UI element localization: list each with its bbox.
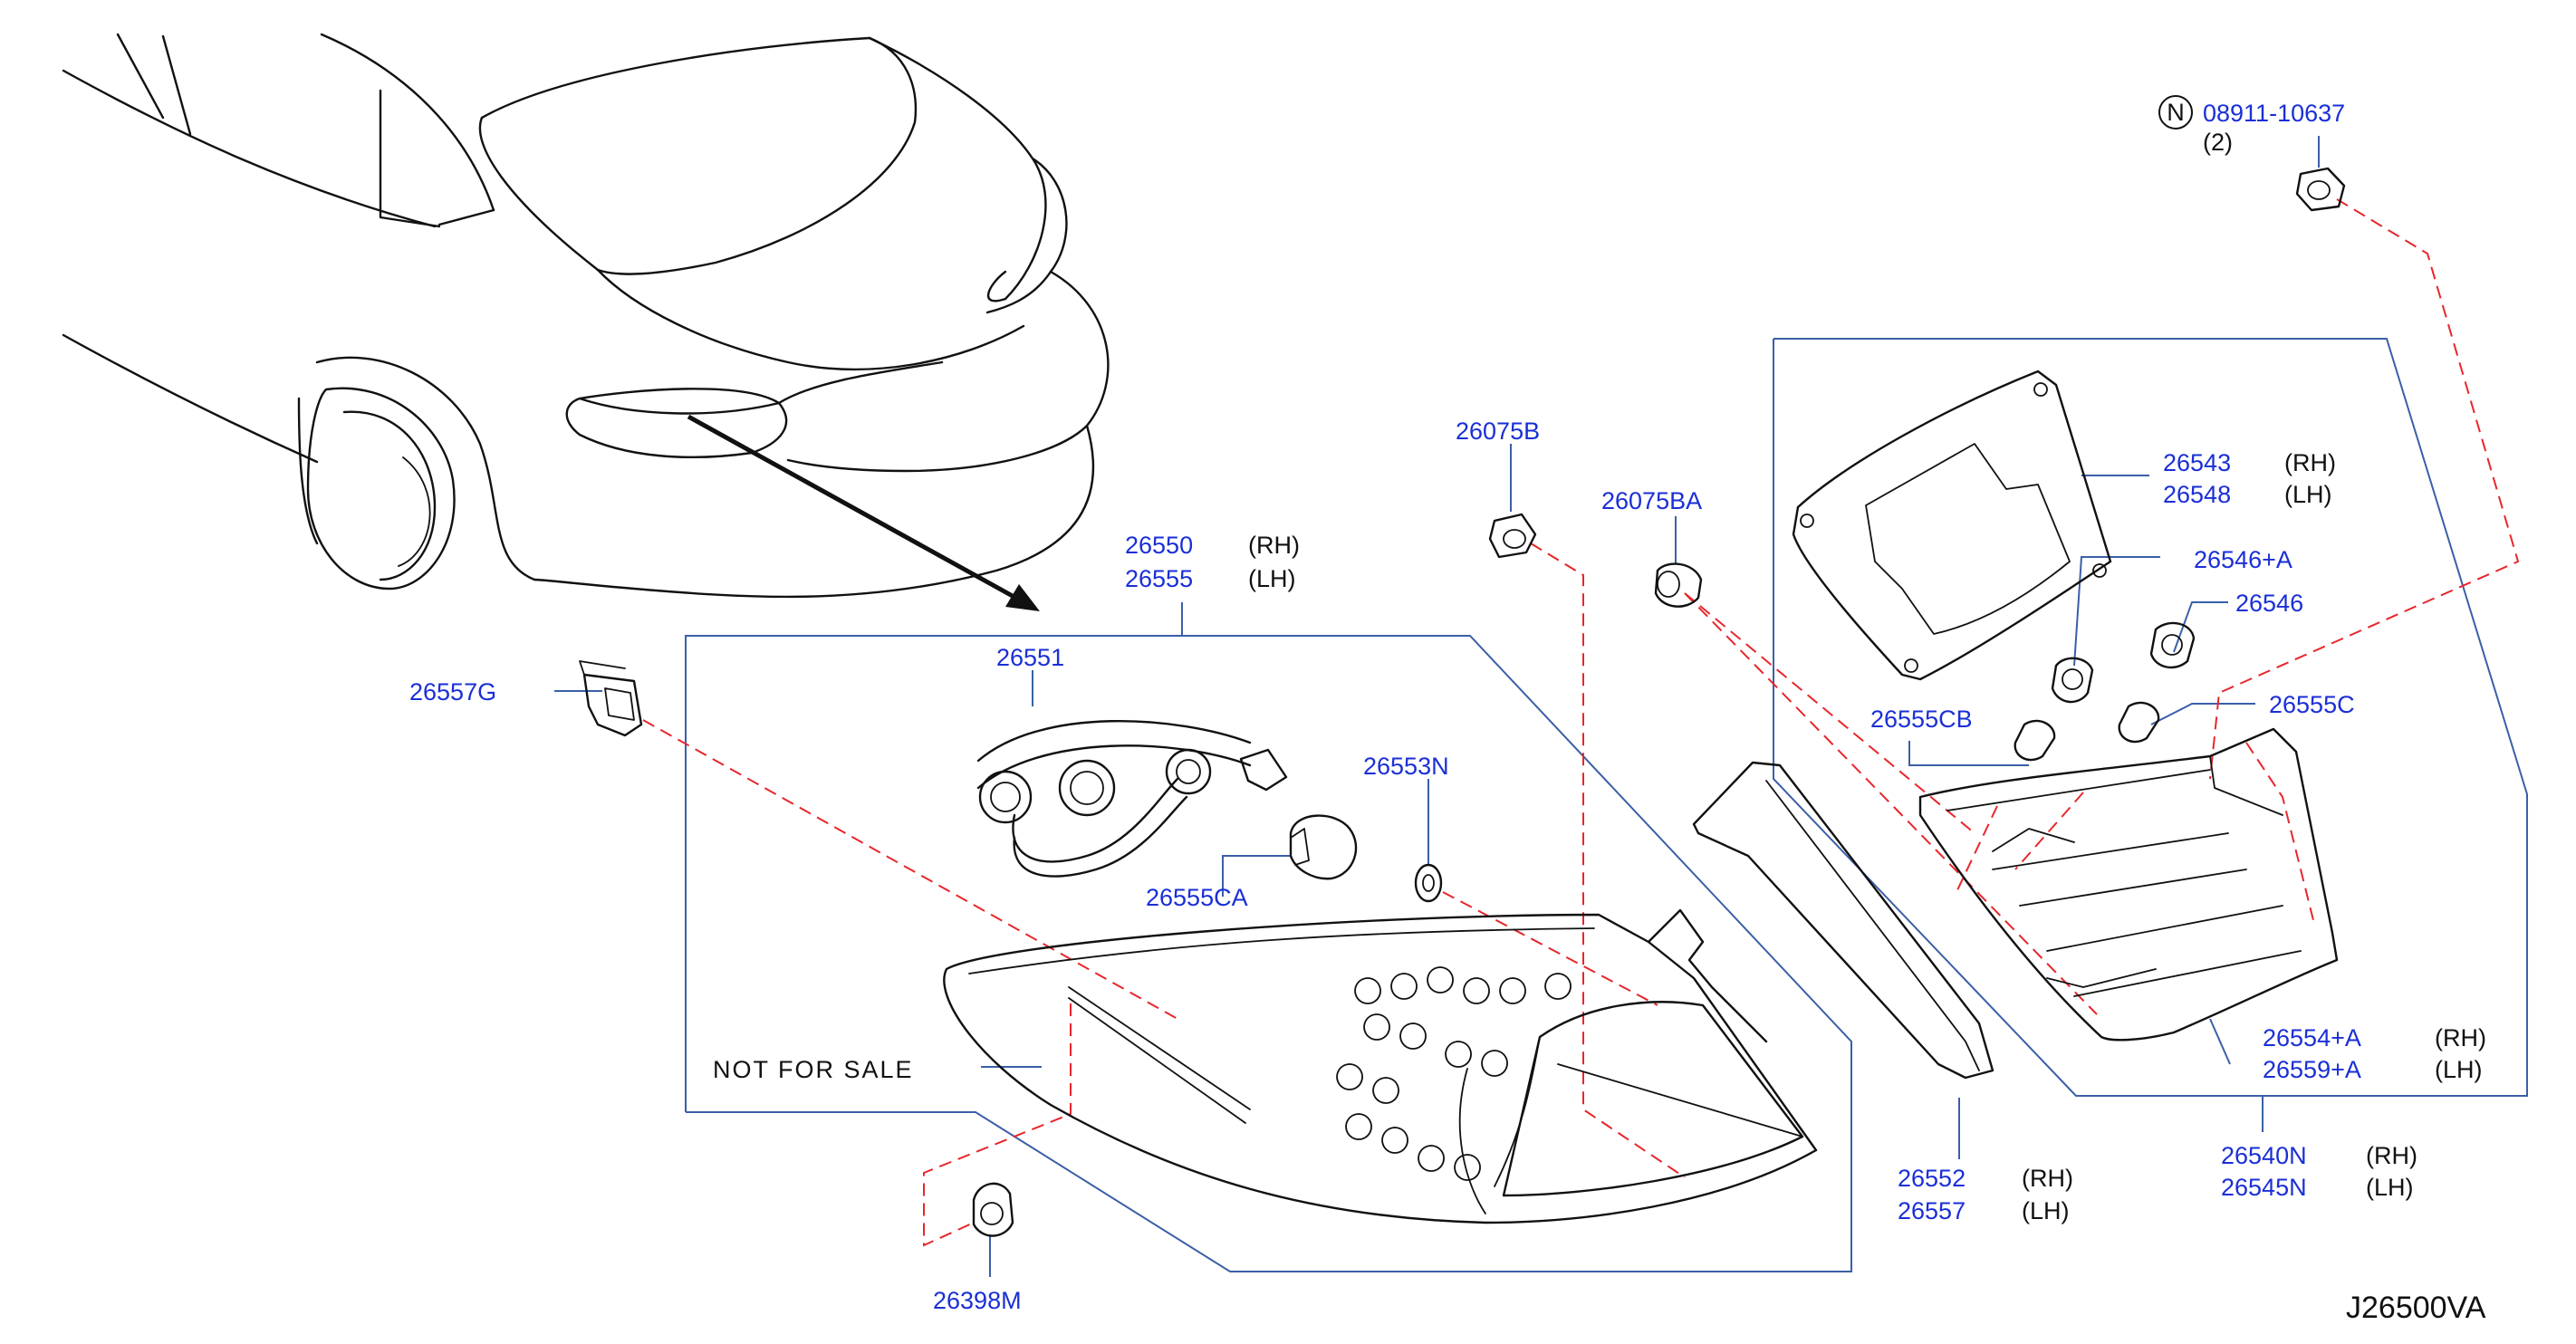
label-26555cb: 26555CB bbox=[1870, 706, 1973, 733]
socket-26546a bbox=[2051, 657, 2094, 704]
harness-26551 bbox=[976, 719, 1288, 878]
label-26555ca: 26555CA bbox=[1146, 884, 1248, 911]
label-26548-side: (LH) bbox=[2284, 481, 2332, 508]
grommet-26075ba bbox=[1654, 562, 1703, 608]
label-26075b: 26075B bbox=[1456, 418, 1540, 445]
gasket-26552 bbox=[1692, 761, 1994, 1080]
label-26546a: 26546+A bbox=[2194, 546, 2292, 573]
socket-26546 bbox=[2149, 621, 2196, 669]
leader-lines bbox=[554, 136, 2528, 1277]
label-26555: 26555 bbox=[1125, 565, 1193, 592]
label-n-symbol: N bbox=[2167, 99, 2185, 126]
nut-26075b bbox=[1488, 513, 1537, 559]
diagram-code: J26500VA bbox=[2346, 1291, 2486, 1325]
label-26555-side: (LH) bbox=[1248, 565, 1296, 592]
label-26540n-side: (RH) bbox=[2366, 1142, 2417, 1169]
label-26398m: 26398M bbox=[933, 1287, 1022, 1314]
label-not-for-sale: NOT FOR SALE bbox=[713, 1056, 914, 1083]
label-26553n: 26553N bbox=[1363, 753, 1449, 780]
nut-08911-10637 bbox=[2158, 95, 2346, 212]
label-26543: 26543 bbox=[2163, 449, 2231, 476]
grommet-26398m bbox=[972, 1182, 1014, 1237]
bulb-26555cb bbox=[2014, 719, 2056, 762]
label-26559a-side: (LH) bbox=[2435, 1056, 2483, 1083]
label-26545n-side: (LH) bbox=[2366, 1174, 2414, 1201]
label-26550: 26550 bbox=[1125, 532, 1193, 559]
washer-26553n bbox=[1414, 863, 1443, 903]
label-26548: 26548 bbox=[2163, 481, 2231, 508]
gasket-26543 bbox=[1792, 370, 2112, 681]
bulb-26555c bbox=[2118, 701, 2160, 744]
clip-26557g bbox=[579, 660, 643, 737]
label-26543-side: (RH) bbox=[2284, 449, 2336, 476]
lamp-housing-inner bbox=[1918, 727, 2339, 1042]
label-26554a-side: (RH) bbox=[2435, 1024, 2486, 1051]
rear-combination-lamp bbox=[943, 908, 1818, 1224]
label-26557: 26557 bbox=[1898, 1197, 1966, 1224]
bulb-26555ca bbox=[1289, 814, 1358, 880]
phantom-lines bbox=[642, 198, 2520, 1247]
label-26551: 26551 bbox=[996, 644, 1064, 671]
label-26557-side: (LH) bbox=[2022, 1197, 2070, 1224]
label-26559a: 26559+A bbox=[2263, 1056, 2361, 1083]
label-08911-qty: (2) bbox=[2203, 129, 2233, 156]
label-26540n: 26540N bbox=[2221, 1142, 2307, 1169]
label-26075ba: 26075BA bbox=[1601, 487, 1702, 514]
label-26555c: 26555C bbox=[2269, 691, 2355, 718]
label-26554a: 26554+A bbox=[2263, 1024, 2361, 1051]
direction-arrow bbox=[687, 414, 1040, 611]
label-26550-side: (RH) bbox=[1248, 532, 1300, 559]
label-26546: 26546 bbox=[2235, 590, 2303, 617]
labels: 08911-10637 (2) N 26075B 26075BA 26550 (… bbox=[409, 99, 2486, 1325]
label-26545n: 26545N bbox=[2221, 1174, 2307, 1201]
label-08911-10637: 08911-10637 bbox=[2203, 100, 2345, 127]
car-body-illustration bbox=[62, 33, 1110, 599]
label-26552: 26552 bbox=[1898, 1165, 1966, 1192]
label-26557g: 26557G bbox=[409, 678, 496, 706]
label-26552-side: (RH) bbox=[2022, 1165, 2073, 1192]
